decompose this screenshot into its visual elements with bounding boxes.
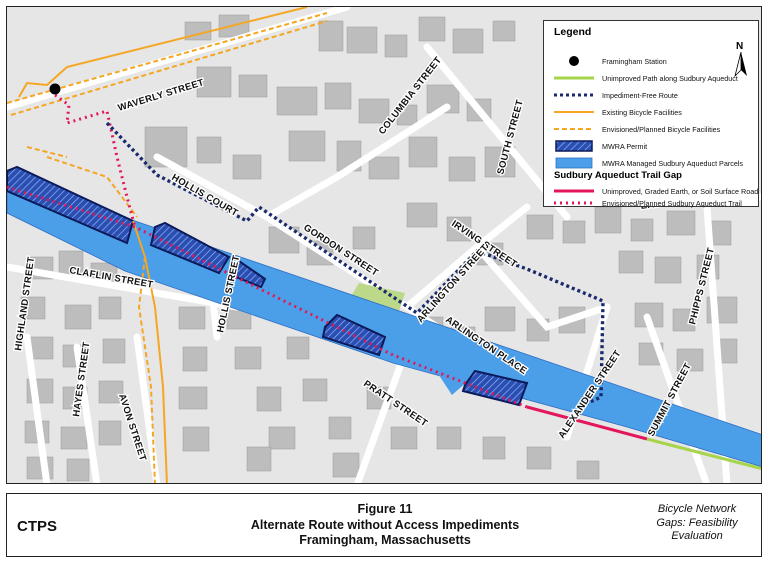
envisioned-bicycle-facilities (7, 12, 328, 483)
legend-label: Envisioned/Planned Sudbury Aqueduct Trai… (602, 198, 742, 208)
figure-title: Alternate Route without Access Impedimen… (250, 517, 520, 532)
legend-item-impediment-free: Impediment-Free Route (552, 89, 678, 101)
unimproved-trail-gap (526, 405, 648, 441)
series-line-1: Bicycle Network (657, 503, 737, 515)
map-legend: Legend N Framingham Station Unimproved P… (543, 20, 759, 209)
legend-item-mwra-permit: MWRA Permit (552, 140, 647, 152)
hatched-box-icon (555, 140, 593, 152)
pink-dotted-line-icon (554, 201, 594, 205)
legend-item-station: Framingham Station (552, 55, 667, 67)
north-label: N (736, 41, 744, 52)
org-name: CTPS (17, 518, 58, 535)
legend-item-aqueduct-parcels: MWRA Managed Sudbury Aqueduct Parcels (552, 157, 743, 169)
orange-dashed-line-icon (554, 128, 594, 130)
figure-location: Framingham, Massachusetts (299, 533, 471, 547)
legend-title: Legend (554, 26, 592, 38)
existing-bicycle-facilities (18, 7, 308, 483)
framingham-station-marker[interactable] (49, 83, 61, 95)
legend-label: Existing Bicycle Facilities (602, 107, 682, 117)
legend-item-envisioned-trail: Envisioned/Planned Sudbury Aqueduct Trai… (552, 197, 742, 209)
legend-subheading: Sudbury Aqueduct Trail Gap (554, 170, 682, 181)
green-line-icon (554, 76, 594, 80)
impediment-free-route (105, 121, 605, 409)
aqueduct-parcel-spur (427, 357, 477, 395)
legend-label: Framingham Station (602, 56, 667, 66)
figure-number: Figure 11 (357, 502, 413, 516)
report-series: Bicycle Network Gaps: Feasibility Evalua… (642, 503, 752, 544)
north-arrow-icon (734, 51, 747, 78)
series-line-3: Evaluation (671, 530, 723, 542)
envisioned-aqueduct-trail (7, 93, 528, 409)
pink-line-icon (554, 189, 594, 193)
orange-line-icon (554, 111, 594, 113)
legend-label: MWRA Permit (602, 141, 648, 151)
legend-label: MWRA Managed Sudbury Aqueduct Parcels (602, 158, 744, 168)
legend-label: Unimproved Path along Sudbury Aqueduct (602, 73, 738, 83)
legend-item-existing-bicycle: Existing Bicycle Facilities (552, 106, 682, 118)
title-block: CTPS Figure 11 Alternate Route without A… (6, 493, 762, 557)
legend-item-unimproved-path: Unimproved Path along Sudbury Aqueduct (552, 72, 738, 84)
station-dot-icon (569, 56, 579, 66)
unimproved-aqueduct-path (646, 437, 761, 471)
navy-dotted-line-icon (554, 93, 594, 97)
legend-label: Envisioned/Planned Bicycle Facilities (602, 124, 721, 134)
series-line-2: Gaps: Feasibility (656, 516, 738, 529)
blue-box-icon (555, 157, 593, 169)
legend-label: Unimproved, Graded Earth, or Soil Surfac… (602, 186, 759, 196)
legend-item-unimproved-gap: Unimproved, Graded Earth, or Soil Surfac… (552, 185, 758, 197)
map-frame: WAVERLY STREET COLUMBIA STREET SOUTH STR… (6, 6, 762, 484)
legend-label: Impediment-Free Route (602, 90, 678, 100)
figure-title-block: Figure 11 Alternate Route without Access… (7, 502, 763, 549)
legend-item-envisioned-bicycle: Envisioned/Planned Bicycle Facilities (552, 123, 720, 135)
